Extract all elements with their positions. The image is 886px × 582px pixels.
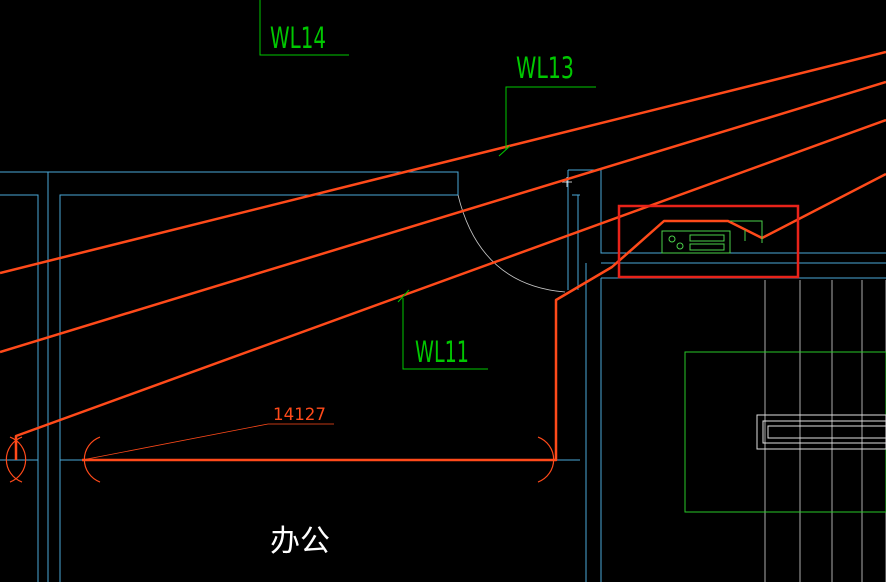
wire-label-wl11: WL11 xyxy=(415,335,469,369)
door-swing-arc xyxy=(457,194,566,293)
room-label: 办公 xyxy=(270,524,330,559)
highlight-box xyxy=(617,204,800,279)
wall-outlines xyxy=(0,169,886,582)
handrail xyxy=(756,414,886,450)
stair-grid xyxy=(764,280,886,582)
wire-label-wl13: WL13 xyxy=(516,51,574,85)
wire-wl14 xyxy=(0,50,886,275)
distribution-panel-symbol xyxy=(661,220,763,254)
label-leaders xyxy=(259,0,596,370)
wire-label-wl14: WL14 xyxy=(270,21,326,55)
wiring-runs xyxy=(0,50,886,462)
dimension-leader xyxy=(81,423,334,461)
wire-wl11 xyxy=(14,118,886,460)
wire-panel-feed xyxy=(82,172,886,462)
dimension-text: 14127 xyxy=(273,405,326,425)
wire-wl13 xyxy=(0,80,886,354)
equipment-outline xyxy=(684,351,886,513)
